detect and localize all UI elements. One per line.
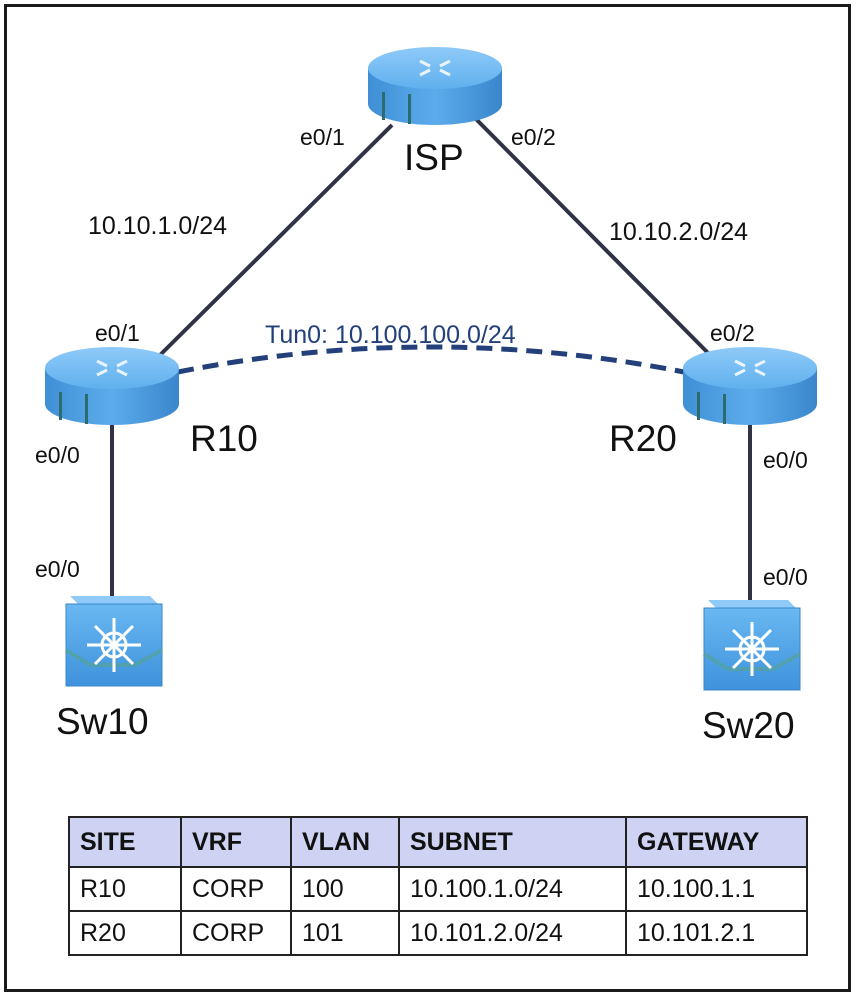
column-header-gateway: GATEWAY — [625, 816, 808, 868]
cell-vrf: CORP — [180, 866, 292, 912]
isp-label: ISP — [404, 137, 464, 178]
column-header-subnet: SUBNET — [398, 816, 627, 868]
r10-router-icon — [45, 347, 179, 425]
table-row: R20 CORP 101 10.101.2.0/24 10.101.2.1 — [68, 910, 808, 956]
isp-port-left-label: e0/1 — [300, 124, 345, 150]
cell-vrf: CORP — [180, 910, 292, 956]
cell-vlan: 101 — [290, 910, 400, 956]
sw20-port-label: e0/0 — [763, 564, 808, 590]
cell-site: R10 — [68, 866, 182, 912]
column-header-site: SITE — [68, 816, 182, 868]
table-row: R10 CORP 100 10.100.1.0/24 10.100.1.1 — [68, 866, 808, 912]
isp-r10-subnet-label: 10.10.1.0/24 — [88, 212, 228, 240]
cell-subnet: 10.101.2.0/24 — [398, 910, 627, 956]
vrf-table: SITE VRF VLAN SUBNET GATEWAY R10 CORP 10… — [68, 816, 808, 956]
cell-vlan: 100 — [290, 866, 400, 912]
link-isp-r20 — [468, 111, 717, 362]
sw10-switch-icon — [64, 596, 163, 687]
table-header-row: SITE VRF VLAN SUBNET GATEWAY — [68, 816, 808, 868]
tunnel-label: Tun0: 10.100.100.0/24 — [265, 321, 516, 349]
cell-subnet: 10.100.1.0/24 — [398, 866, 627, 912]
sw20-switch-icon — [702, 600, 801, 691]
sw20-label: Sw20 — [702, 705, 795, 746]
r20-label: R20 — [609, 418, 677, 459]
cell-gateway: 10.101.2.1 — [625, 910, 808, 956]
r10-label: R10 — [190, 418, 258, 459]
cell-gateway: 10.100.1.1 — [625, 866, 808, 912]
r20-router-icon — [683, 347, 817, 425]
r10-lan-port-label: e0/0 — [35, 442, 80, 468]
isp-port-right-label: e0/2 — [511, 124, 556, 150]
sw10-label: Sw10 — [56, 701, 149, 742]
isp-router-icon — [368, 47, 502, 125]
r20-wan-port-label: e0/2 — [710, 320, 755, 346]
sw10-port-label: e0/0 — [35, 556, 80, 582]
isp-r20-subnet-label: 10.10.2.0/24 — [609, 218, 749, 246]
column-header-vrf: VRF — [180, 816, 292, 868]
cell-site: R20 — [68, 910, 182, 956]
r20-lan-port-label: e0/0 — [763, 447, 808, 473]
tunnel-link — [177, 344, 685, 375]
link-isp-r10 — [148, 123, 394, 367]
r10-wan-port-label: e0/1 — [95, 320, 140, 346]
column-header-vlan: VLAN — [290, 816, 400, 868]
